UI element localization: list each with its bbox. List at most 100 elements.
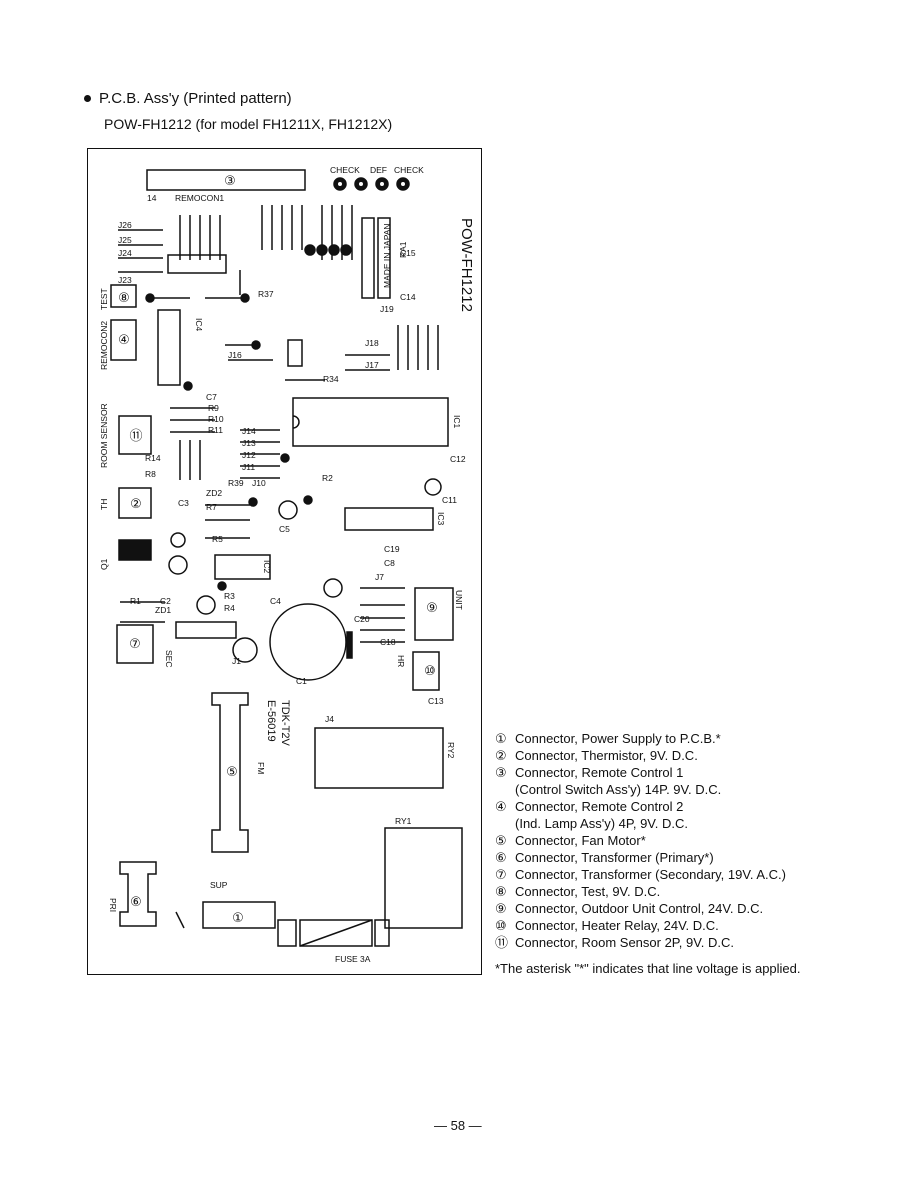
resistor-label-r4: R4 [224, 603, 235, 613]
resistor-label-r3: R3 [224, 591, 235, 601]
legend-item: ⑪ Connector, Room Sensor 2P, 9V. D.C. [495, 934, 786, 951]
th-label: TH [99, 499, 109, 510]
legend-num: ⑪ [495, 935, 509, 950]
resistor-label-r8: R8 [145, 469, 156, 479]
connector-legend: ① Connector, Power Supply to P.C.B.* ② Con… [495, 730, 786, 951]
connector-2-number: ② [130, 496, 142, 511]
check-label-def: DEF [370, 165, 387, 175]
resistor-label-r14: R14 [145, 453, 161, 463]
heading-text: P.C.B. Ass'y (Printed pattern) [99, 90, 292, 107]
diode-label-zd1: ZD1 [155, 605, 171, 615]
check-label-1: CHECK [330, 165, 360, 175]
legend-text: Connector, Room Sensor 2P, 9V. D.C. [515, 935, 734, 950]
jumper-label-j11: J11 [242, 462, 255, 472]
connector-8-number: ⑧ [118, 290, 130, 305]
board-title: POW-FH1212 [458, 218, 475, 312]
legend-continuation: (Control Switch Ass'y) 14P. 9V. D.C. [515, 782, 722, 797]
legend-text: Connector, Remote Control 2 [515, 799, 684, 814]
jumper-label-j1: J1 [232, 656, 241, 666]
capacitor-label-c14: C14 [400, 292, 416, 302]
legend-num: ⑦ [495, 867, 507, 882]
legend-continuation: (Ind. Lamp Ass'y) 4P, 9V. D.C. [515, 816, 689, 831]
hr-label: HR [396, 655, 406, 667]
connector-11-number: ⑪ [129, 428, 142, 443]
capacitor-label-c1: C1 [296, 676, 307, 686]
capacitor-label-c8: C8 [384, 558, 395, 568]
jumper-label-j10: J10 [252, 478, 266, 488]
capacitor-label-c4: C4 [270, 596, 281, 606]
connector-10-number: ⑩ [424, 663, 436, 678]
ic4-label: IC4 [194, 318, 204, 332]
legend-text: Connector, Thermistor, 9V. D.C. [515, 748, 698, 763]
ra1-label: RA1 [398, 241, 408, 258]
ic1-label: IC1 [452, 415, 462, 429]
capacitor-label-c12: C12 [450, 454, 466, 464]
made-in-label: MADE IN JAPAN [382, 223, 392, 288]
legend-num: ⑥ [495, 850, 507, 865]
jumper-label-j14: J14 [242, 426, 256, 436]
remocon1-label: REMOCON1 [175, 193, 224, 203]
fm-label: FM [256, 762, 266, 774]
legend-item: ① Connector, Power Supply to P.C.B.* [495, 730, 786, 747]
legend-num: ③ [495, 765, 507, 780]
bullet-icon [84, 95, 91, 102]
pri-label: PRI [108, 898, 118, 912]
legend-text: Connector, Fan Motor* [515, 833, 646, 848]
connector-9-number: ⑨ [426, 600, 438, 615]
legend-num: ⑩ [495, 918, 507, 933]
jumper-label-j18: J18 [365, 338, 379, 348]
resistor-label-r11: R11 [208, 425, 223, 435]
legend-num: ⑧ [495, 884, 507, 899]
capacitor-label-c18: C18 [380, 637, 396, 647]
legend-text: Connector, Remote Control 1 [515, 765, 684, 780]
legend-text: Connector, Power Supply to P.C.B.* [515, 731, 721, 746]
unit-label: UNIT [454, 590, 464, 610]
jumper-label-j13: J13 [242, 438, 256, 448]
legend-num: ① [495, 731, 507, 746]
ic3-label: IC3 [436, 512, 446, 526]
legend-item: ③ Connector, Remote Control 1 [495, 764, 786, 781]
jumper-label-j25: J25 [118, 235, 132, 245]
resistor-label-r9: R9 [208, 403, 219, 413]
section-heading: P.C.B. Ass'y (Printed pattern) [84, 90, 292, 107]
diode-label-zd2: ZD2 [206, 488, 222, 498]
legend-item: ② Connector, Thermistor, 9V. D.C. [495, 747, 786, 764]
jumper-label-j16: J16 [228, 350, 242, 360]
connector-7-number: ⑦ [129, 636, 141, 651]
test-label: TEST [99, 288, 109, 310]
ic2-label: IC2 [262, 560, 272, 574]
connector-6-number: ⑥ [130, 894, 142, 909]
fuse-label: FUSE 3A [335, 954, 371, 964]
legend-num: ② [495, 748, 507, 763]
room-sensor-label: ROOM SENSOR [99, 403, 109, 468]
legend-item: ⑥ Connector, Transformer (Primary*) [495, 849, 786, 866]
check-label-2: CHECK [394, 165, 424, 175]
capacitor-label-c5: C5 [279, 524, 290, 534]
transformer-code: E-56019 [265, 700, 277, 742]
legend-num: ⑨ [495, 901, 507, 916]
capacitor-label-c3: C3 [178, 498, 189, 508]
resistor-label-r5: R5 [212, 534, 223, 544]
jumper-label-j26: J26 [118, 220, 132, 230]
legend-num: ⑤ [495, 833, 507, 848]
sec-label: SEC [164, 650, 174, 667]
legend-text: Connector, Transformer (Primary*) [515, 850, 714, 865]
resistor-label-r10: R10 [208, 414, 224, 424]
q1-label: Q1 [99, 558, 109, 570]
jumper-label-j12: J12 [242, 450, 256, 460]
ry2-label: RY2 [446, 742, 456, 759]
resistor-label-r33: R2 [322, 473, 333, 483]
jumper-label-j7: J7 [375, 572, 384, 582]
remocon1-pin: 14 [147, 193, 157, 203]
legend-item: ⑤ Connector, Fan Motor* [495, 832, 786, 849]
legend-text: Connector, Outdoor Unit Control, 24V. D.… [515, 901, 764, 916]
connector-3-number: ③ [224, 173, 236, 188]
capacitor-label-c11: C11 [442, 495, 457, 505]
capacitor-label-c17: C19 [384, 544, 400, 554]
resistor-label-r39: R39 [228, 478, 244, 488]
